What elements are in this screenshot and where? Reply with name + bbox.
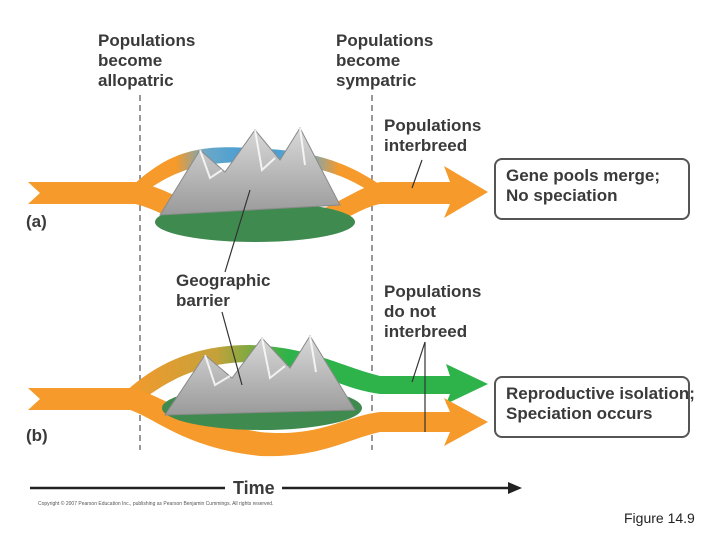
interbreed-pointer [411,159,423,189]
reproductive-isolation-box: Reproductive isolation; Speciation occur… [494,376,695,438]
time-label: Time [233,478,275,498]
panel-b-mountains [164,335,356,416]
panel-b-orange-arrow [28,388,488,457]
figure-caption: Figure 14.9 [624,510,695,526]
merge-line-2: No speciation [506,186,618,205]
interbreed-label: Populations interbreed [384,116,482,155]
panel-a-label: (a) [26,212,47,231]
panel-b-graphic [28,335,488,457]
panel-a-graphic [28,126,488,242]
geographic-barrier-label: Geographic barrier [176,271,271,310]
isolation-line-1: Reproductive isolation; [506,384,695,403]
panel-b-green-arrow [125,345,488,404]
barrier-pointer-b [221,311,243,386]
allopatric-label: Populations become allopatric [98,31,196,90]
no-interbreed-pointer-1 [411,341,426,383]
copyright-notice: Copyright © 2007 Pearson Education Inc.,… [38,501,274,507]
no-interbreed-label: Populations do not interbreed [384,282,482,341]
sympatric-label: Populations become sympatric [336,31,434,90]
panel-b-label: (b) [26,426,48,445]
barrier-pointer-a [224,189,251,273]
merge-line-1: Gene pools merge; [506,166,660,185]
gene-pools-merge-box: Gene pools merge; No speciation [494,158,690,220]
isolation-line-2: Speciation occurs [506,404,653,423]
panel-a-mountains [159,126,341,216]
panel-a-main-arrow [28,166,488,240]
time-arrowhead [508,482,522,494]
